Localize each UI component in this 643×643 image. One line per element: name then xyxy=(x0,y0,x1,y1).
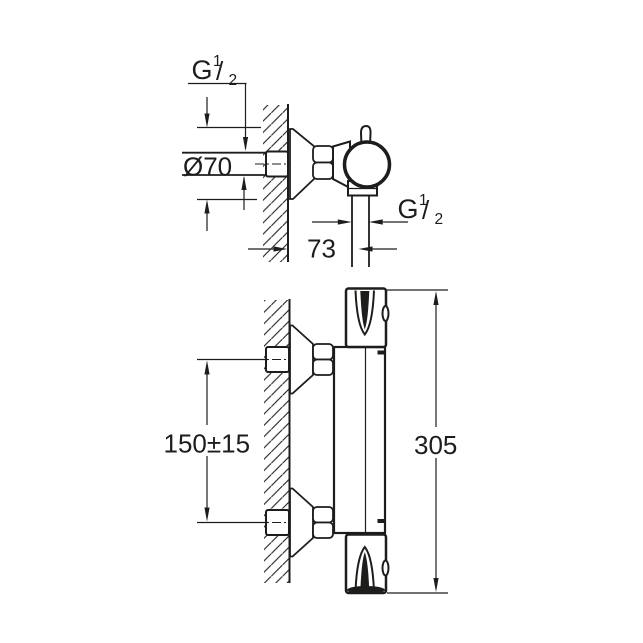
dimension-outlet-thread: G 1 / 2 xyxy=(312,192,443,228)
grip-side-bump xyxy=(381,305,390,322)
wall-hatching xyxy=(263,104,289,262)
dim-label-wall-to-outlet: 73 xyxy=(307,234,336,264)
arrow-down-icon xyxy=(242,137,249,151)
front-view: 150±15 305 xyxy=(164,287,457,595)
dim-label-outlet-thread: G 1 / 2 xyxy=(398,192,444,228)
valve-body-side xyxy=(332,124,392,267)
bottom-handle xyxy=(344,533,390,595)
dimension-flange-diameter: Ø70 xyxy=(183,97,261,231)
top-handle xyxy=(344,287,390,349)
grip-side-bump xyxy=(381,559,390,577)
dim-label-inlet-thread: G 1 / 2 xyxy=(192,53,238,89)
arrow-up-icon xyxy=(204,199,210,214)
arrow-down-icon xyxy=(204,113,210,128)
grip-groove-shadow xyxy=(360,291,370,330)
dim-label-overall-height: 305 xyxy=(414,430,457,460)
hex-nut-facet xyxy=(312,161,334,180)
dimension-inlet-spacing: 150±15 xyxy=(164,358,268,524)
escutcheon-cone xyxy=(289,324,314,395)
escutcheon-cone xyxy=(289,487,314,558)
grip-groove xyxy=(354,545,375,592)
arrow-down-icon xyxy=(433,578,439,592)
arrow-up-icon xyxy=(241,176,247,190)
body-rect xyxy=(332,345,387,535)
dimension-wall-to-outlet: 73 xyxy=(248,234,397,264)
escutcheon-cone xyxy=(289,128,316,200)
marker-button xyxy=(377,519,385,523)
side-view: G 1 / 2 Ø70 73 xyxy=(182,53,443,267)
arrow-down-icon xyxy=(204,507,210,522)
arrow-left-icon xyxy=(368,219,383,225)
dim-label-flange-diameter: Ø70 xyxy=(183,152,232,182)
handle-circle xyxy=(342,140,392,189)
mixer-body xyxy=(332,345,387,535)
hex-nut-facet xyxy=(312,521,334,539)
arrow-left-icon xyxy=(358,246,373,252)
grip-groove xyxy=(354,290,375,337)
hex-nut-facet xyxy=(312,145,334,164)
lower-supply-connection xyxy=(255,487,334,558)
dimension-inlet-thread: G 1 / 2 xyxy=(188,53,249,210)
hatch-area xyxy=(263,105,288,262)
grip-groove-shadow xyxy=(360,552,370,591)
escutcheon xyxy=(289,128,334,200)
marker-button xyxy=(377,350,385,355)
dimension-overall-height: 305 xyxy=(387,289,457,594)
hex-nut-facet xyxy=(312,358,334,376)
dim-label-inlet-spacing: 150±15 xyxy=(164,429,251,459)
supply-stub xyxy=(182,150,293,178)
hatch-area xyxy=(264,300,290,583)
arrow-up-icon xyxy=(433,291,439,305)
arrow-up-icon xyxy=(204,360,210,375)
hex-nut-facet xyxy=(312,343,334,361)
arrow-right-icon xyxy=(273,246,288,252)
arrow-right-icon xyxy=(337,219,352,225)
wall-hatching xyxy=(264,299,291,583)
hex-nut-facet xyxy=(312,506,334,524)
